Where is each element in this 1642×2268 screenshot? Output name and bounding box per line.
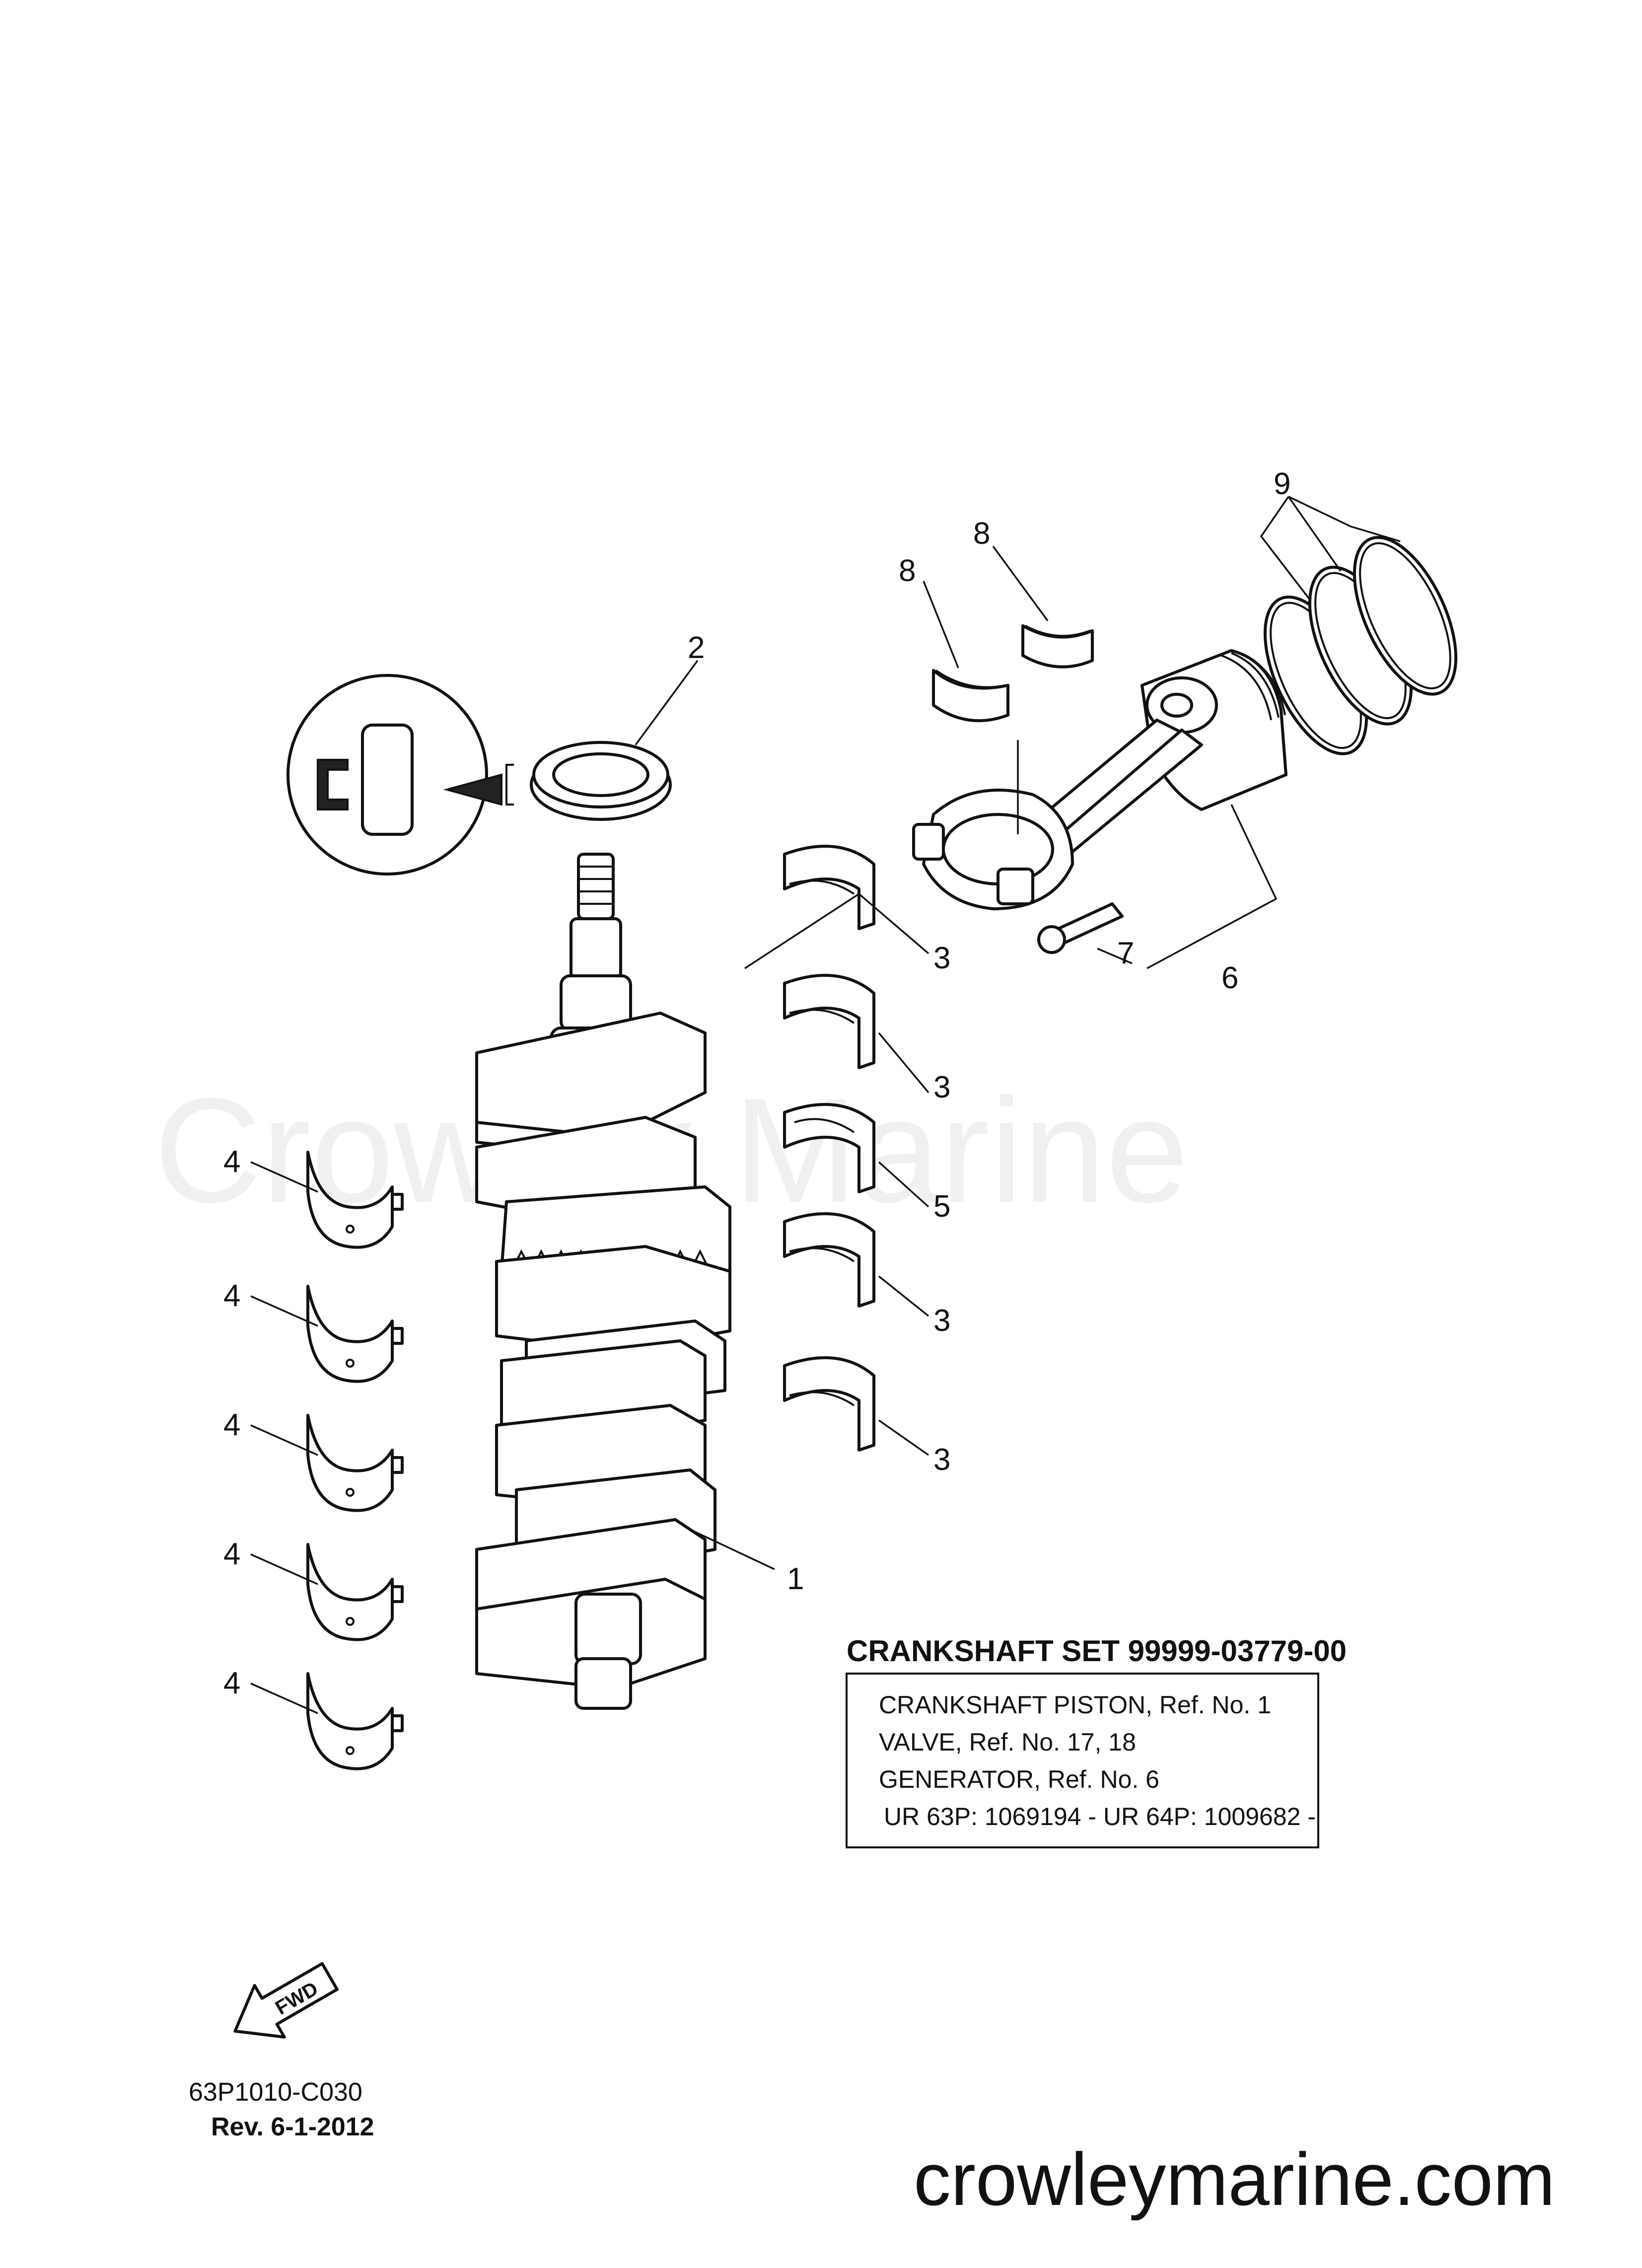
set-box-title: CRANKSHAFT SET 99999-03779-00 [847, 1634, 1347, 1668]
callout-4c: 4 [223, 1408, 240, 1442]
crankshaft-lower-journal [574, 1593, 642, 1665]
piston-ring-grooves [1221, 652, 1286, 721]
callout-3a: 3 [933, 941, 950, 975]
callout-2: 2 [688, 631, 705, 665]
crankpin-bearing-4b [306, 1285, 404, 1383]
crankpin-bearing-4a [306, 1151, 404, 1249]
callout-4e: 4 [223, 1666, 240, 1700]
fwd-arrow: FWD [233, 1962, 339, 2039]
piston-ring-3 [1353, 536, 1458, 696]
rod-nut-left [912, 823, 945, 861]
crankpin-bearing-4e [306, 1672, 404, 1770]
bolt-head [1037, 925, 1066, 954]
callout-4b: 4 [223, 1279, 240, 1313]
callout-3d: 3 [933, 1443, 950, 1477]
callout-1: 1 [787, 1562, 804, 1596]
revision-date: Rev. 6-1-2012 [211, 2113, 374, 2141]
callout-8a: 8 [899, 554, 916, 588]
callout-7: 7 [1117, 936, 1134, 970]
oil-seal-inner [552, 752, 649, 797]
callout-8b: 8 [973, 516, 990, 551]
thrust-bearing-5 [783, 1103, 875, 1193]
callout-numbers: 2 1 3 3 5 3 3 4 4 4 4 4 7 6 8 8 9 [223, 467, 1290, 1700]
seal-detail-view [286, 674, 514, 876]
crankpin-bearing-4c [306, 1414, 404, 1512]
main-bearing-column-right [783, 845, 875, 1452]
main-bearing-3b [783, 974, 875, 1069]
detail-bracket [505, 764, 514, 805]
main-bearing-3d [783, 1356, 875, 1452]
crankshaft-upper-shaft [570, 917, 622, 980]
piston-rings [1263, 536, 1458, 755]
crankshaft-set-info: CRANKSHAFT SET 99999-03779-00 CRANKSHAFT… [846, 1634, 1347, 1848]
detail-pointer [443, 773, 502, 806]
callout-4d: 4 [223, 1537, 240, 1571]
leader-lines [250, 496, 1401, 1714]
crankshaft-thread [577, 853, 615, 920]
small-end-bearing-a [932, 669, 1009, 723]
callout-4a: 4 [223, 1145, 240, 1179]
diagram-code: 63P1010-C030 [189, 2078, 362, 2107]
main-bearing-3c [783, 1212, 875, 1308]
crankshaft [475, 853, 731, 1710]
detail-shaft [361, 724, 414, 836]
callout-3c: 3 [933, 1304, 950, 1338]
detail-seal-section [317, 759, 349, 810]
callout-9: 9 [1274, 467, 1290, 501]
main-bearing-3a [783, 845, 875, 930]
crankpin-bearing-4d [306, 1543, 404, 1641]
oil-seal [530, 741, 672, 821]
piston-pin [1160, 693, 1193, 718]
callout-5: 5 [933, 1189, 950, 1224]
callout-6: 6 [1221, 961, 1238, 995]
set-box-line-3: GENERATOR, Ref. No. 6 [879, 1765, 1159, 1793]
set-box-frame [846, 1673, 1319, 1848]
set-box-line-2: VALVE, Ref. No. 17, 18 [879, 1728, 1136, 1756]
fwd-arrow-icon [233, 1962, 339, 2039]
small-end-bearing-b [1021, 624, 1094, 668]
crankpin-bearing-column-left [306, 1151, 404, 1770]
rod-nut-right [997, 868, 1034, 905]
crankshaft-lower-shaft [574, 1657, 632, 1710]
set-box-line-4: UR 63P: 1069194 - UR 64P: 1009682 - [884, 1803, 1316, 1830]
rod-bolt [1037, 902, 1124, 954]
callout-3b: 3 [933, 1070, 950, 1104]
connecting-rod-piston [912, 649, 1287, 910]
thread-lines [578, 866, 613, 905]
set-box-line-1: CRANKSHAFT PISTON, Ref. No. 1 [879, 1691, 1271, 1719]
site-name: crowleymarine.com [914, 2137, 1555, 2221]
